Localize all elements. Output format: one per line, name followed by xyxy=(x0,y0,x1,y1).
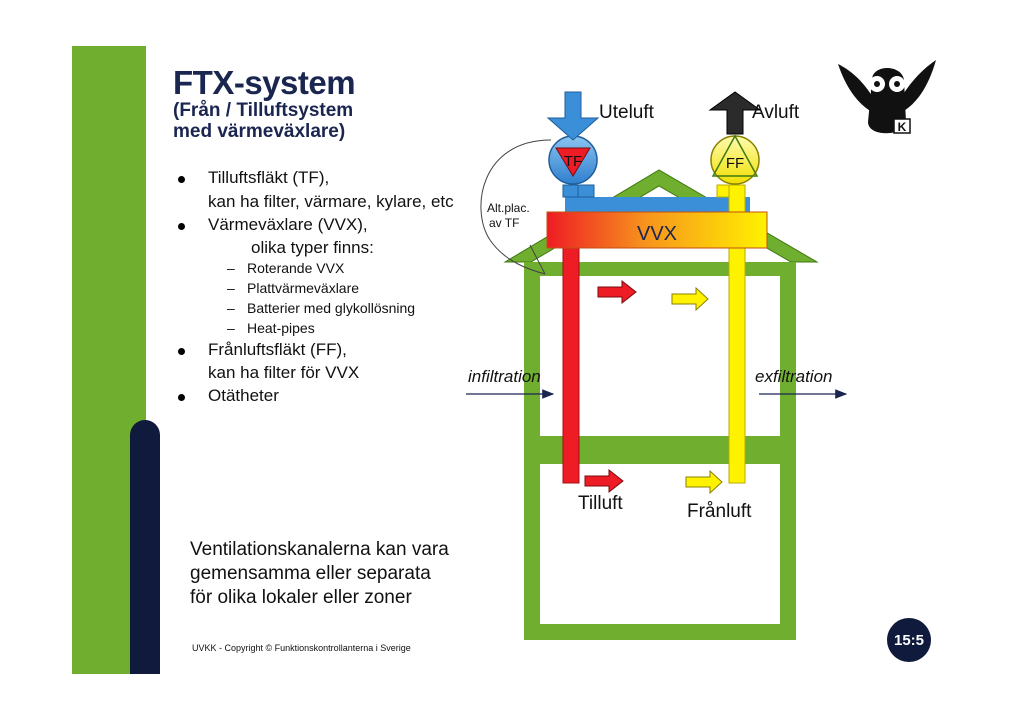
supply-flow-arrow-upper xyxy=(597,279,637,305)
bullet-dot xyxy=(178,394,185,401)
slide-title: FTX-system xyxy=(173,64,356,101)
sub-dash: – xyxy=(227,320,235,336)
copyright-footer: UVKK - Copyright © Funktionskontrollante… xyxy=(192,643,411,653)
infiltration-label: infiltration xyxy=(468,367,541,386)
sub-item-3: Batterier med glykollösning xyxy=(247,300,416,316)
note-line-2: gemensamma eller separata xyxy=(190,563,431,584)
slide-subtitle: (Från / Tilluftsystem med värmeväxlare) xyxy=(173,100,353,142)
tf-label: TF xyxy=(564,153,582,170)
ff-fan: FF xyxy=(710,134,760,185)
supply-duct xyxy=(562,214,580,484)
alt-placement-line-1: Alt.plac. xyxy=(487,201,530,215)
ventilation-note: Ventilationskanalerna kan vara gemensamm… xyxy=(190,538,449,610)
sub-item-4: Heat-pipes xyxy=(247,320,315,336)
vvx-heat-exchanger xyxy=(546,211,768,249)
sub-dash: – xyxy=(227,260,235,276)
tf-fan: TF xyxy=(548,135,598,185)
bullet-2-line-2: olika typer finns: xyxy=(251,238,374,257)
bullet-dot xyxy=(178,176,185,183)
sub-dash: – xyxy=(227,300,235,316)
owl-logo: K xyxy=(838,60,936,134)
bullet-1-line-2: kan ha filter, värmare, kylare, etc xyxy=(208,192,454,211)
uteluft-inlet-arrow xyxy=(546,91,600,141)
avluft-label: Avluft xyxy=(752,102,800,123)
alt-placement-line-2: av TF xyxy=(489,216,519,230)
uteluft-label: Uteluft xyxy=(599,102,655,123)
avluft-outlet-arrow xyxy=(708,91,762,135)
bullet-dot xyxy=(178,223,185,230)
sub-item-1: Roterande VVX xyxy=(247,260,345,276)
sub-item-2: Plattvärmeväxlare xyxy=(247,280,360,296)
bullet-dot xyxy=(178,348,185,355)
bullet-2-line-1: Värmeväxlare (VVX), xyxy=(208,215,368,234)
note-line-1: Ventilationskanalerna kan vara xyxy=(190,539,449,560)
navy-side-tab xyxy=(130,420,160,674)
bullet-1-line-1: Tilluftsfläkt (TF), xyxy=(208,168,330,187)
bullet-4-line-1: Otätheter xyxy=(208,386,279,405)
vvx-label: VVX xyxy=(637,223,677,245)
subtitle-line-2: med värmeväxlare) xyxy=(173,121,346,142)
exhaust-duct xyxy=(728,184,746,484)
alt-placement-curve xyxy=(480,139,552,275)
page-number-badge: 15:5 xyxy=(887,618,931,662)
supply-flow-arrow-lower xyxy=(584,468,624,494)
exhaust-flow-arrow-upper xyxy=(671,286,709,312)
roof-duct xyxy=(565,197,750,215)
sub-dash: – xyxy=(227,280,235,296)
franluft-label: Frånluft xyxy=(687,501,752,522)
bullet-3-line-1: Frånluftsfläkt (FF), xyxy=(208,340,347,359)
tilluft-label: Tilluft xyxy=(578,493,623,514)
exhaust-flow-arrow-lower xyxy=(685,469,723,495)
exfiltration-label: exfiltration xyxy=(755,367,832,386)
subtitle-line-1: (Från / Tilluftsystem xyxy=(173,100,354,121)
bullet-3-line-2: kan ha filter för VVX xyxy=(208,363,360,382)
ff-label: FF xyxy=(726,155,744,172)
logo-letter: K xyxy=(898,120,907,134)
note-line-3: för olika lokaler eller zoner xyxy=(190,587,412,608)
